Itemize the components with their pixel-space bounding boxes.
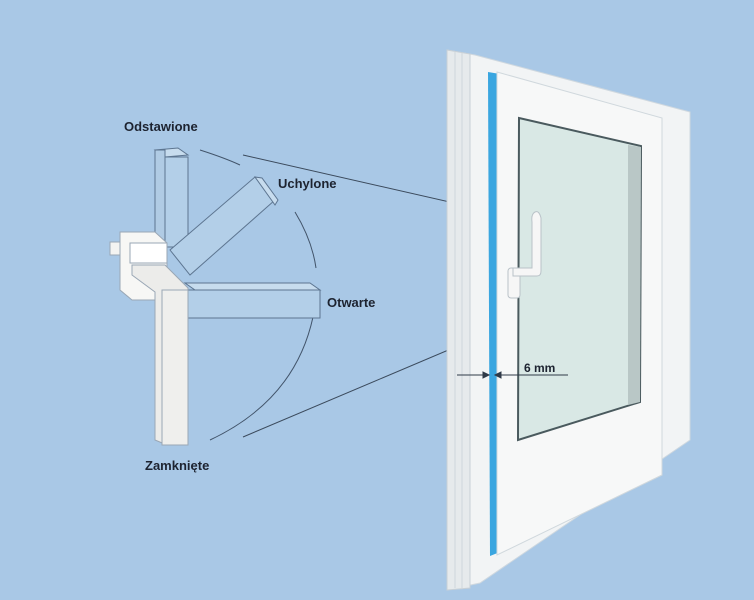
handle-tilted [169,176,279,276]
arc-tilted-open [294,211,317,269]
label-gap-measurement: 6 mm [524,361,556,375]
label-detached: Odstawione [124,119,198,134]
glass-pane [516,116,643,442]
handle-positions-diagram [109,147,322,446]
label-closed: Zamknięte [145,458,210,473]
window-illustration [446,49,691,591]
gap-measurement [457,371,568,379]
window-handle [507,211,542,299]
handle-closed [131,264,189,446]
handle-detached [153,147,190,248]
label-open: Otwarte [327,295,376,310]
arc-open-closed [209,316,314,441]
label-tilted: Uchylone [278,176,337,191]
handle-open [183,282,322,319]
arc-detached-tilted [199,149,241,166]
